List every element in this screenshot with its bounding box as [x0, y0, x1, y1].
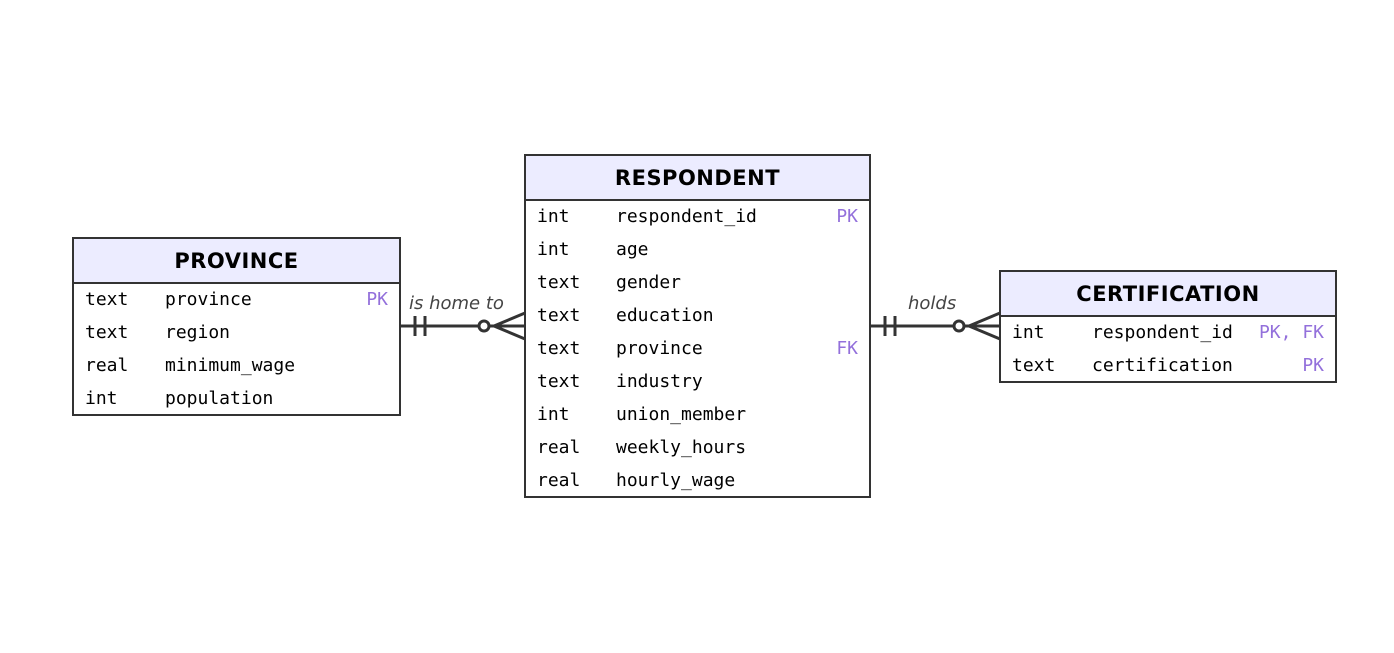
- attribute-name: weekly_hours: [616, 437, 747, 458]
- zero-circle: [477, 319, 491, 333]
- attribute-row: text region: [74, 317, 399, 350]
- attribute-type: real: [537, 470, 581, 491]
- crow-foot-lower: [493, 324, 526, 341]
- attribute-row: text industry: [526, 366, 869, 399]
- attribute-key: PK: [1302, 355, 1324, 376]
- crow-foot-upper: [968, 311, 1001, 328]
- attribute-row: real hourly_wage: [526, 465, 869, 498]
- attribute-key: PK, FK: [1258, 322, 1324, 343]
- attribute-list: text province PK text region real minimu…: [74, 284, 399, 416]
- attribute-name: gender: [616, 272, 682, 293]
- attribute-type: int: [537, 206, 570, 227]
- attribute-name: age: [616, 239, 649, 260]
- attribute-list: int respondent_id PK, FK text certificat…: [1001, 317, 1335, 383]
- attribute-name: respondent_id: [1092, 322, 1233, 343]
- attribute-row: text province FK: [526, 333, 869, 366]
- relationship-respondent-certification: [870, 311, 1001, 341]
- attribute-row: text education: [526, 300, 869, 333]
- attribute-row: int age: [526, 234, 869, 267]
- attribute-name: union_member: [616, 404, 747, 425]
- attribute-list: int respondent_id PK int age text gender…: [526, 201, 869, 498]
- zero-circle: [952, 319, 966, 333]
- entity-title: PROVINCE: [74, 239, 399, 284]
- attribute-type: real: [85, 355, 129, 376]
- attribute-row: int respondent_id PK, FK: [1001, 317, 1335, 350]
- entity-certification: CERTIFICATION int respondent_id PK, FK t…: [999, 270, 1337, 383]
- attribute-row: text province PK: [74, 284, 399, 317]
- attribute-type: text: [1012, 355, 1056, 376]
- attribute-key: PK: [366, 289, 388, 310]
- attribute-row: text certification PK: [1001, 350, 1335, 383]
- attribute-row: int union_member: [526, 399, 869, 432]
- attribute-key: PK: [836, 206, 858, 227]
- attribute-key: FK: [836, 338, 858, 359]
- attribute-row: real weekly_hours: [526, 432, 869, 465]
- attribute-type: real: [537, 437, 581, 458]
- attribute-type: text: [537, 272, 581, 293]
- attribute-name: industry: [616, 371, 703, 392]
- attribute-row: real minimum_wage: [74, 350, 399, 383]
- attribute-name: respondent_id: [616, 206, 757, 227]
- attribute-row: int respondent_id PK: [526, 201, 869, 234]
- attribute-type: text: [85, 322, 129, 343]
- attribute-type: int: [85, 388, 118, 409]
- attribute-type: text: [537, 338, 581, 359]
- attribute-name: certification: [1092, 355, 1233, 376]
- attribute-name: education: [616, 305, 714, 326]
- attribute-type: text: [537, 305, 581, 326]
- crow-foot-upper: [493, 311, 526, 328]
- attribute-name: minimum_wage: [165, 355, 296, 376]
- entity-title: RESPONDENT: [526, 156, 869, 201]
- attribute-name: population: [165, 388, 274, 409]
- attribute-row: int population: [74, 383, 399, 416]
- attribute-type: text: [85, 289, 129, 310]
- crow-foot-lower: [968, 324, 1001, 341]
- attribute-name: province: [616, 338, 703, 359]
- attribute-name: region: [165, 322, 231, 343]
- attribute-type: int: [537, 239, 570, 260]
- entity-respondent: RESPONDENT int respondent_id PK int age …: [524, 154, 871, 498]
- attribute-type: int: [1012, 322, 1045, 343]
- attribute-name: province: [165, 289, 252, 310]
- attribute-type: int: [537, 404, 570, 425]
- relationship-label-is-home-to: is home to: [409, 293, 504, 314]
- attribute-name: hourly_wage: [616, 470, 736, 491]
- relationship-label-holds: holds: [908, 293, 957, 314]
- attribute-row: text gender: [526, 267, 869, 300]
- entity-title: CERTIFICATION: [1001, 272, 1335, 317]
- attribute-type: text: [537, 371, 581, 392]
- entity-province: PROVINCE text province PK text region re…: [72, 237, 401, 416]
- relationship-province-respondent: [401, 311, 526, 341]
